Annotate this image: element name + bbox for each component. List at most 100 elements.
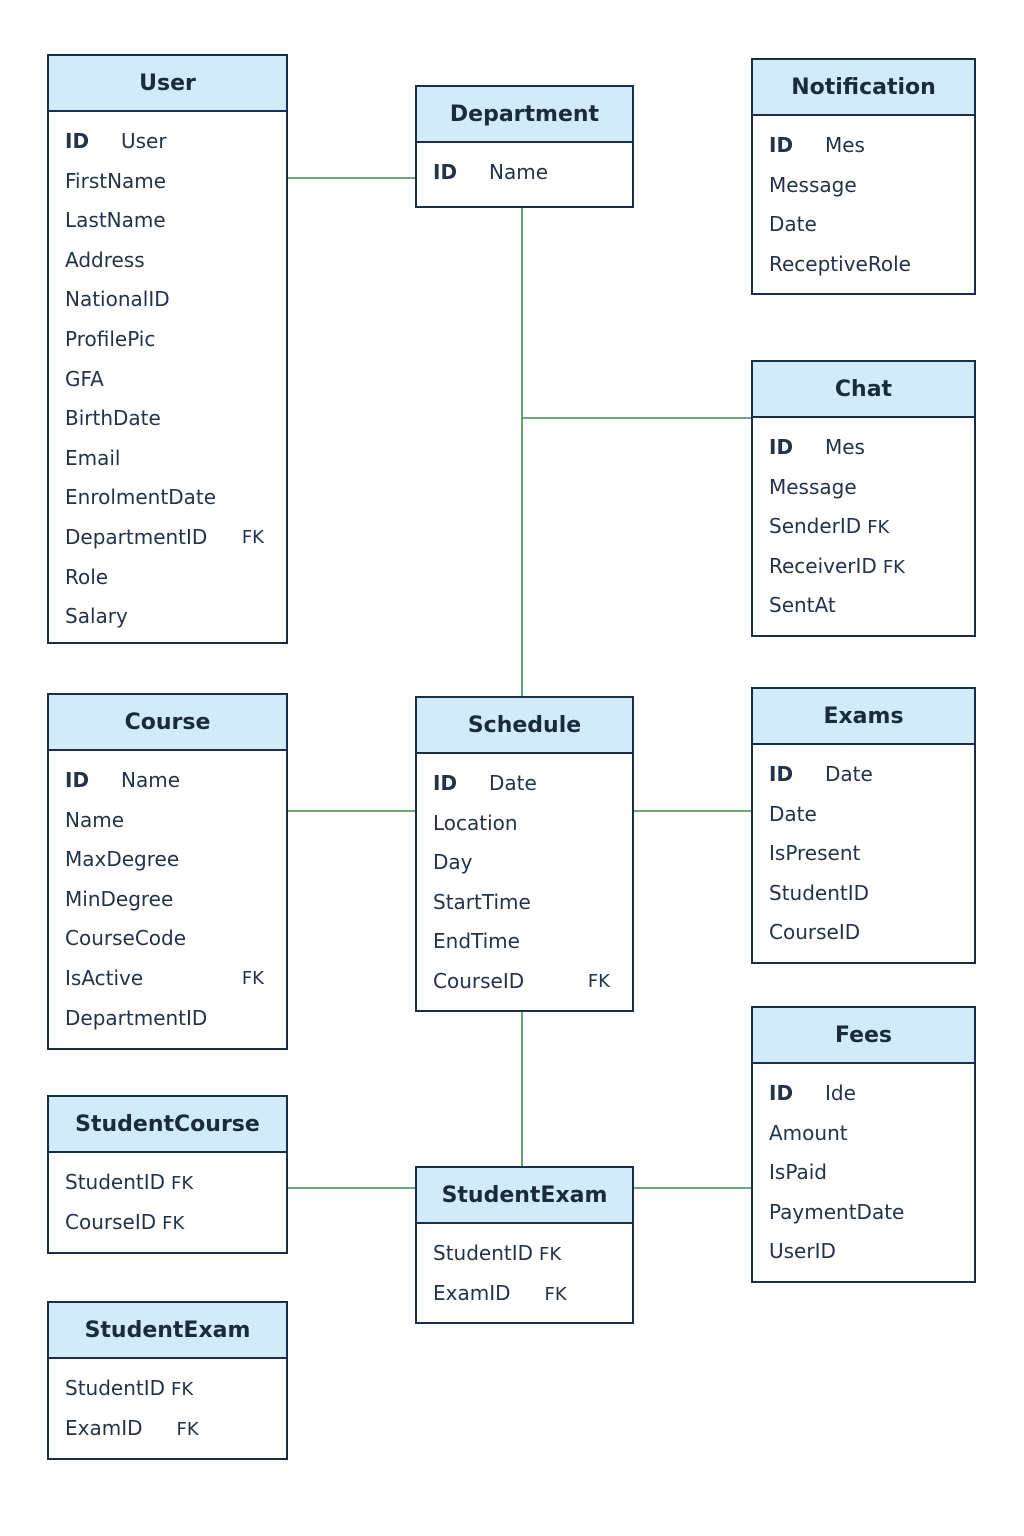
field-name: Name	[121, 768, 181, 792]
entity-title: Department	[417, 87, 632, 143]
primary-key-label: ID	[433, 160, 458, 184]
field-row: MinDegree	[49, 880, 286, 920]
field-row: ExamID FK	[49, 1409, 286, 1449]
field-name: SenderID	[769, 514, 862, 539]
field-row: StartTime	[417, 883, 632, 923]
field-name: PaymentDate	[769, 1199, 905, 1224]
foreign-key-badge: FK	[241, 526, 264, 548]
field-name: Amount	[769, 1120, 848, 1145]
field-row: ID User	[49, 122, 286, 162]
field-row: IsPaid	[753, 1153, 974, 1193]
field-name: CourseID	[769, 920, 861, 945]
field-row: Role	[49, 558, 286, 598]
field-name: Role	[65, 564, 109, 589]
field-row: Amount	[753, 1114, 974, 1154]
foreign-key-badge: FK	[867, 517, 890, 539]
field-name: IsPaid	[769, 1160, 827, 1185]
foreign-key-badge: FK	[587, 970, 610, 992]
field-name: MaxDegree	[65, 847, 180, 872]
field-row: IsActive FK	[49, 959, 286, 999]
field-row: ID Mes	[753, 126, 974, 166]
field-row: Email	[49, 439, 286, 479]
field-row: Name	[49, 801, 286, 841]
field-name: Date	[769, 212, 817, 237]
primary-key-label: ID	[65, 129, 90, 153]
primary-key-label: ID	[769, 762, 794, 786]
field-name: Location	[433, 810, 518, 835]
field-name: IsActive	[65, 965, 144, 990]
primary-key-label: ID	[769, 133, 794, 157]
field-row: GFA	[49, 360, 286, 400]
field-name: CourseID	[433, 968, 525, 993]
field-name: Day	[433, 850, 473, 875]
field-row: Message	[753, 166, 974, 206]
field-row: IsPresent	[753, 834, 974, 874]
field-row: ProfilePic	[49, 320, 286, 360]
field-row: PaymentDate	[753, 1193, 974, 1233]
foreign-key-badge: FK	[176, 1418, 199, 1440]
primary-key-label: ID	[433, 771, 458, 795]
field-name: CourseCode	[65, 926, 187, 951]
foreign-key-badge: FK	[241, 967, 264, 989]
entity-title: Fees	[753, 1008, 974, 1064]
field-name: ExamID	[433, 1280, 511, 1305]
field-row: UserID	[753, 1232, 974, 1272]
field-row: Location	[417, 804, 632, 844]
field-name: IsPresent	[769, 841, 861, 866]
field-name: ExamID	[65, 1415, 143, 1440]
field-name: UserID	[769, 1239, 836, 1264]
field-row: Salary	[49, 597, 286, 637]
entity-title: Exams	[753, 689, 974, 745]
field-name: DepartmentID	[65, 524, 208, 549]
entity-title: StudentExam	[417, 1168, 632, 1224]
field-row: BirthDate	[49, 399, 286, 439]
field-name: Message	[769, 172, 857, 197]
field-row: CourseID FK	[417, 962, 632, 1002]
field-row: FirstName	[49, 162, 286, 202]
field-name: MinDegree	[65, 886, 174, 911]
field-name: Name	[65, 807, 125, 832]
field-name: NationalID	[65, 287, 170, 312]
field-name: ReceptiveRole	[769, 251, 911, 276]
foreign-key-badge: FK	[882, 556, 905, 578]
field-row: LastName	[49, 201, 286, 241]
field-name: CourseID	[65, 1209, 157, 1234]
foreign-key-badge: FK	[171, 1173, 194, 1194]
entity-title: Course	[49, 695, 286, 751]
field-name: BirthDate	[65, 406, 161, 431]
field-name: ProfilePic	[65, 326, 156, 351]
field-name: User	[121, 129, 167, 153]
field-row: StudentID	[753, 874, 974, 914]
field-name: Mes	[825, 133, 865, 157]
field-row: DepartmentID	[49, 999, 286, 1039]
entity-title: Schedule	[417, 698, 632, 754]
field-name: StudentID	[433, 1241, 534, 1265]
field-name: Address	[65, 247, 145, 272]
entity-title: Notification	[753, 60, 974, 116]
field-row: CourseCode	[49, 919, 286, 959]
field-name: StudentID	[65, 1170, 166, 1194]
